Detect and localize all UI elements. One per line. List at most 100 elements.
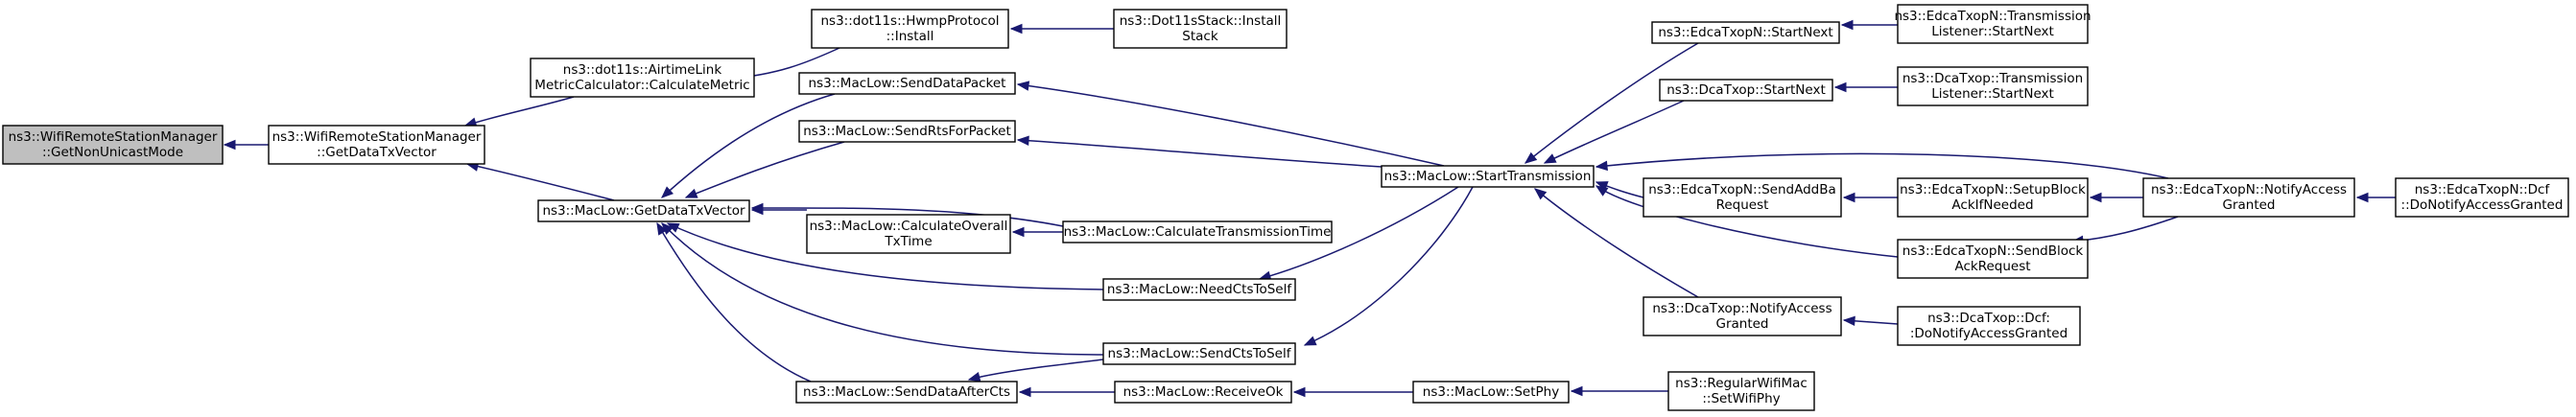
node-label: Request <box>1716 197 1769 213</box>
arrowhead-icon <box>684 188 698 198</box>
node-root[interactable]: ns3::WifiRemoteStationManager::GetNonUni… <box>2 125 224 165</box>
node-label: ns3::EdcaTxopN::NotifyAccess <box>2151 182 2347 197</box>
edge-line <box>661 93 836 198</box>
node-airtime[interactable]: ns3::dot11s::AirtimeLinkMetricCalculator… <box>530 58 755 98</box>
node-needcts[interactable]: ns3::MacLow::NeedCtsToSelf <box>1102 278 1296 301</box>
node-edca-dcf-notify[interactable]: ns3::EdcaTxopN::Dcf::DoNotifyAccessGrant… <box>2395 177 2569 218</box>
node-setphy[interactable]: ns3::MacLow::SetPhy <box>1412 381 1570 404</box>
node-box <box>798 120 1016 143</box>
node-label: ns3::EdcaTxopN::SendBlock <box>1902 243 2084 259</box>
node-hwmp[interactable]: ns3::dot11s::HwmpProtocol::Install <box>811 9 1009 49</box>
edge-calctrans-to-maclow_getdata <box>750 202 1064 227</box>
node-regularwifimac[interactable]: ns3::RegularWifiMac::SetWifiPhy <box>1667 371 1815 411</box>
node-label: ns3::EdcaTxopN::SetupBlock <box>1900 182 2086 197</box>
edge-line <box>1534 188 1699 298</box>
node-label: ::GetDataTxVector <box>317 145 437 160</box>
arrowhead-icon <box>1543 153 1557 164</box>
node-edca-tl-startnext[interactable]: ns3::EdcaTxopN::TransmissionListener::St… <box>1894 4 2092 44</box>
arrowhead-icon <box>967 372 981 382</box>
node-label: ns3::DcaTxop::Dcf: <box>1927 311 2050 326</box>
edge-line <box>2071 216 2179 243</box>
node-label: Listener::StartNext <box>1931 24 2054 39</box>
edge-dca_startnext-to-starttx <box>1543 100 1685 164</box>
node-maclow-getdata[interactable]: ns3::MacLow::GetDataTxVector <box>537 199 750 222</box>
node-label: ns3::DcaTxop::NotifyAccess <box>1652 301 1832 316</box>
arrowhead-icon <box>223 139 236 151</box>
node-label: ns3::DcaTxop::StartNext <box>1666 82 1826 98</box>
edge-line <box>656 222 812 382</box>
node-label: ns3::MacLow::SendRtsForPacket <box>803 124 1011 139</box>
node-label: TxTime <box>884 234 932 249</box>
arrowhead-icon <box>1016 135 1029 146</box>
node-edca-notify[interactable]: ns3::EdcaTxopN::NotifyAccessGranted <box>2142 177 2355 218</box>
arrowhead-icon <box>1595 160 1608 172</box>
edge-starttx-to-senddatapacket <box>1016 81 1445 167</box>
node-label: ns3::WifiRemoteStationManager <box>9 129 218 145</box>
edge-line <box>1524 42 1699 164</box>
edge-edca_sendblockack-to-starttx <box>1595 185 1899 258</box>
node-box <box>1114 381 1292 404</box>
node-wrsm-getdata[interactable]: ns3::WifiRemoteStationManager::GetDataTx… <box>268 125 485 165</box>
edge-starttx-to-sendrts <box>1016 135 1383 168</box>
node-box <box>1897 239 2089 279</box>
node-box <box>2395 177 2569 218</box>
node-label: ns3::MacLow::GetDataTxVector <box>542 203 745 219</box>
edge-line <box>1017 83 1445 167</box>
node-label: ns3::Dot11sStack::Install <box>1120 13 1282 29</box>
node-box <box>268 125 485 165</box>
node-senddataaftercts[interactable]: ns3::MacLow::SendDataAfterCts <box>795 381 1018 404</box>
node-label: ns3::MacLow::ReceiveOk <box>1123 384 1284 400</box>
node-starttx[interactable]: ns3::MacLow::StartTransmission <box>1381 165 1595 188</box>
edge-senddataaftercts-to-maclow_getdata <box>656 221 812 382</box>
node-dca-startnext[interactable]: ns3::DcaTxop::StartNext <box>1659 79 1833 102</box>
node-label: ns3::MacLow::SendCtsToSelf <box>1108 346 1292 361</box>
node-label: ns3::EdcaTxopN::Dcf <box>2415 182 2551 197</box>
node-sendrts[interactable]: ns3::MacLow::SendRtsForPacket <box>798 120 1016 143</box>
edge-edca_notify-to-edca_setupblock <box>2089 192 2143 203</box>
node-box <box>1381 165 1595 188</box>
node-box <box>795 381 1018 404</box>
edge-edca_tl_startnext-to-edca_startnext <box>1840 19 1898 31</box>
node-label: ns3::MacLow::SendDataPacket <box>809 76 1006 91</box>
edge-line <box>661 222 1104 356</box>
node-label: ns3::MacLow::StartTransmission <box>1384 169 1592 184</box>
node-label: Granted <box>1715 316 1768 332</box>
node-label: ns3::MacLow::CalculateTransmissionTime <box>1064 224 1332 240</box>
arrowhead-icon <box>1292 386 1306 398</box>
node-dca-notify[interactable]: ns3::DcaTxop::NotifyAccessGranted <box>1642 296 1842 336</box>
node-box <box>1102 278 1296 301</box>
node-box <box>1062 220 1333 243</box>
arrowhead-icon <box>1595 185 1609 197</box>
edge-regularwifimac-to-setphy <box>1570 385 1668 397</box>
node-receiveok[interactable]: ns3::MacLow::ReceiveOk <box>1114 381 1292 404</box>
node-label: Listener::StartNext <box>1931 86 2054 102</box>
arrowhead-icon <box>1570 385 1583 397</box>
node-label: ns3::MacLow::NeedCtsToSelf <box>1107 282 1292 297</box>
edge-line <box>1259 186 1459 280</box>
node-box <box>806 214 1011 254</box>
node-sendcts[interactable]: ns3::MacLow::SendCtsToSelf <box>1102 342 1296 365</box>
node-senddatapacket[interactable]: ns3::MacLow::SendDataPacket <box>798 72 1016 95</box>
edge-senddatapacket-to-maclow_getdata <box>661 93 836 198</box>
arrowhead-icon <box>2089 192 2102 203</box>
node-dca-tl-startnext[interactable]: ns3::DcaTxop::TransmissionListener::Star… <box>1897 66 2089 106</box>
node-dca-dcf-notify[interactable]: ns3::DcaTxop::Dcf::DoNotifyAccessGranted <box>1897 306 2081 346</box>
edge-line <box>466 163 615 201</box>
node-label: ns3::dot11s::AirtimeLink <box>563 62 722 78</box>
node-calctrans[interactable]: ns3::MacLow::CalculateTransmissionTime <box>1062 220 1333 243</box>
edge-sendcts-to-senddataaftercts <box>967 359 1104 382</box>
node-box <box>1651 21 1840 44</box>
node-layer: ns3::WifiRemoteStationManager::GetNonUni… <box>2 4 2569 411</box>
arrowhead-icon <box>1011 226 1025 238</box>
node-box <box>537 199 750 222</box>
node-label: MetricCalculator::CalculateMetric <box>534 78 749 93</box>
node-edca-startnext[interactable]: ns3::EdcaTxopN::StartNext <box>1651 21 1840 44</box>
node-label: AckRequest <box>1954 259 2030 274</box>
node-label: ::Install <box>886 29 934 44</box>
